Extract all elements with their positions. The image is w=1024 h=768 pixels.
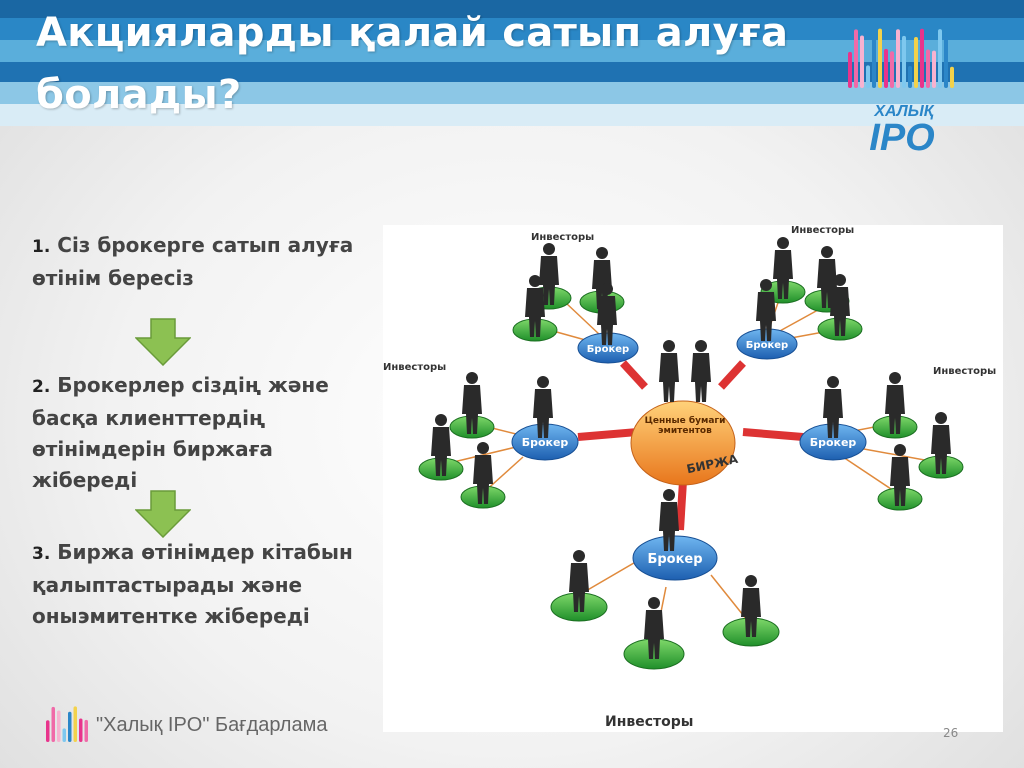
exchange-center: Ценные бумаги эмитентов БИРЖА (630, 340, 740, 486)
logo-bar (908, 66, 912, 88)
logo-bar (920, 28, 924, 88)
investors-label: Инвесторы (791, 225, 854, 236)
logo-bar (926, 49, 930, 88)
logo-bar (950, 66, 954, 88)
logo-bar (84, 719, 88, 742)
logo-bar (932, 50, 936, 88)
step-text: Биржа өтінімдер кітабын қалыптастырады ж… (32, 540, 353, 628)
logo-bottom-text: IPO (869, 117, 934, 158)
step-text: Сіз брокерге сатып алуға өтінім бересіз (32, 233, 354, 290)
investor-labels: Инвесторы Инвесторы Инвесторы Инвесторы … (383, 225, 996, 730)
exchange-arrows (577, 360, 804, 531)
step-text: Брокерлер сіздің және басқа клиенттердің… (32, 373, 329, 492)
logo-bar (878, 28, 882, 88)
step-number: 1. (32, 237, 51, 257)
down-arrow-icon (135, 318, 191, 366)
logo-bar (914, 37, 918, 88)
investors-label: Инвесторы (933, 366, 996, 377)
broker-label: Брокер (746, 340, 788, 351)
logo-bar (896, 29, 900, 88)
logo-bar (46, 720, 50, 742)
logo-bar (938, 29, 942, 89)
logo-bar (860, 35, 864, 88)
broker-label: Брокер (522, 436, 569, 449)
investors-label: Инвесторы (531, 232, 594, 243)
logo-bar (884, 48, 888, 88)
title-band (0, 82, 1024, 104)
logo-bar (79, 718, 83, 742)
slide-title: Акцияларды қалай сатып алуға болады? (36, 10, 789, 118)
title-band (0, 0, 1024, 18)
step-3: 3. Биржа өтінімдер кітабын қалыптастырад… (32, 537, 372, 632)
title-band (0, 104, 1024, 126)
step-2: 2. Брокерлер сіздің және басқа клиенттер… (32, 370, 372, 496)
logo-bar (73, 706, 77, 742)
logo-bar (62, 728, 66, 742)
investors-label: Инвесторы (383, 362, 446, 373)
logo-bar (854, 29, 858, 88)
logo-bar (57, 710, 61, 742)
broker-label: Брокер (587, 344, 629, 355)
logo-bar (944, 36, 948, 88)
halyk-ipo-logo: ХАЛЫҚ IPO (848, 28, 954, 158)
broker-label: Брокер (810, 436, 857, 449)
step-number: 3. (32, 544, 51, 564)
exchange-network-diagram: Брокер Брокер Брокер Брокер Брокер Ценны… (383, 225, 1003, 732)
logo-bar (51, 706, 55, 742)
center-label-line2: эмитентов (658, 426, 712, 436)
program-footer-logo: "Халық IPO" Бағдарлама (46, 706, 328, 742)
down-arrow-icon (135, 490, 191, 538)
logo-bar (866, 65, 870, 88)
logo-bar (872, 37, 876, 88)
program-logo-icon (46, 706, 88, 742)
logo-bars-icon (848, 28, 954, 89)
step-number: 2. (32, 377, 51, 397)
broker-nodes: Брокер Брокер Брокер Брокер Брокер (511, 328, 867, 581)
title-band (0, 62, 1024, 82)
logo-bar (68, 711, 72, 742)
broker-label: Брокер (647, 552, 702, 567)
program-label: "Халық IPO" Бағдарлама (96, 714, 328, 736)
center-label-line1: Ценные бумаги (645, 415, 726, 426)
title-band (0, 40, 1024, 62)
logo-bar (902, 35, 906, 88)
step-1: 1. Сіз брокерге сатып алуға өтінім берес… (32, 230, 372, 294)
investors-label: Инвесторы (605, 714, 693, 730)
title-band (0, 18, 1024, 40)
page-number: 26 (943, 726, 959, 740)
logo-top-text: ХАЛЫҚ (873, 103, 934, 120)
logo-bar (848, 51, 852, 88)
logo-bar (890, 51, 894, 88)
